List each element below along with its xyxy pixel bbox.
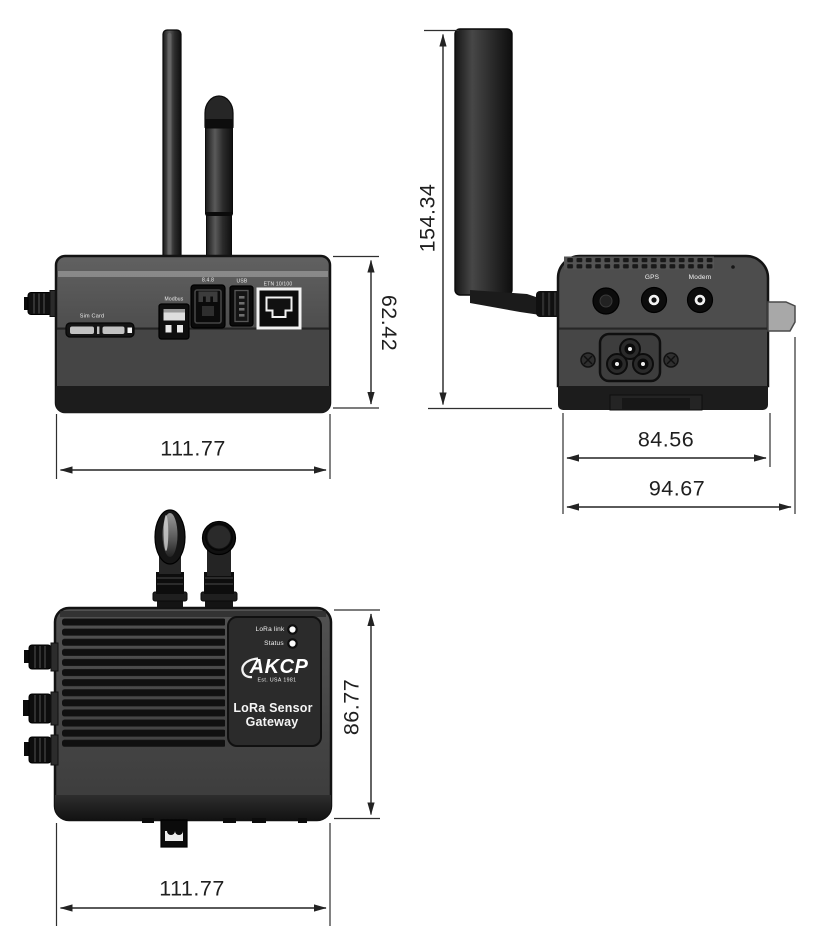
antenna-side-icon bbox=[454, 28, 562, 317]
dim-top-width bbox=[55, 823, 331, 926]
label-panel bbox=[227, 616, 322, 747]
akcp-logo: AKCP bbox=[249, 656, 309, 678]
usb-port bbox=[229, 285, 254, 327]
front-side-connector-icon bbox=[24, 290, 59, 317]
inlet-screw-left-icon bbox=[580, 352, 596, 368]
power-inlet bbox=[598, 332, 662, 383]
stub-antenna-top-icon bbox=[200, 520, 238, 612]
dim-front-height-value: 62.42 bbox=[376, 294, 401, 352]
dim-top-height bbox=[334, 609, 380, 820]
bottom-modbus-connector-icon bbox=[142, 818, 307, 848]
lora-antenna-front-icon bbox=[204, 95, 234, 260]
blade-antenna-top-icon bbox=[152, 509, 188, 612]
modbus-port bbox=[158, 303, 190, 340]
top-view bbox=[23, 509, 380, 926]
lora-link-label: LoRa link bbox=[255, 625, 285, 633]
dim-side-height bbox=[424, 29, 552, 410]
sim-card-label: Sim Card bbox=[79, 313, 105, 320]
top-left-connector-1-icon bbox=[24, 642, 59, 672]
top-left-connector-3-icon bbox=[24, 734, 59, 766]
top-left-connector-2-icon bbox=[23, 691, 59, 726]
front-view bbox=[24, 29, 379, 479]
akcp-tagline: Est. USA 1981 bbox=[257, 677, 297, 684]
ethernet-port bbox=[256, 287, 302, 330]
product-name-line2: Gateway bbox=[245, 714, 299, 729]
product-name-line1: LoRa Sensor bbox=[233, 700, 313, 715]
dim-front-width bbox=[55, 414, 331, 479]
dim-side-body-depth-value: 84.56 bbox=[637, 427, 695, 452]
dim-top-width-value: 111.77 bbox=[159, 876, 225, 901]
sensor-rj45-label: 8.4.8 bbox=[201, 277, 215, 284]
side-body bbox=[556, 254, 770, 411]
side-view bbox=[424, 28, 796, 514]
gps-label: GPS bbox=[644, 273, 660, 281]
dim-side-overall-depth bbox=[566, 337, 796, 514]
usb-label: USB bbox=[236, 278, 248, 285]
modbus-label: Modbus bbox=[164, 296, 184, 303]
ethernet-label: ETN 10/100 bbox=[263, 281, 293, 288]
dim-top-height-value: 86.77 bbox=[339, 678, 364, 736]
status-label: Status bbox=[264, 639, 284, 647]
dim-side-overall-depth-value: 94.67 bbox=[648, 476, 706, 501]
power-antenna-connector-icon bbox=[592, 287, 620, 315]
dim-side-body-depth bbox=[562, 413, 771, 514]
modem-label: Modem bbox=[688, 273, 712, 281]
dim-front-width-value: 111.77 bbox=[160, 436, 226, 461]
lora-link-led-icon bbox=[287, 624, 298, 635]
gps-connector-icon bbox=[640, 286, 668, 314]
modem-connector-icon bbox=[686, 286, 714, 314]
sensor-rj45-port bbox=[190, 284, 226, 329]
dim-front-height bbox=[333, 255, 379, 409]
sim-card-slot bbox=[65, 322, 135, 338]
status-led-icon bbox=[287, 638, 298, 649]
inlet-screw-right-icon bbox=[663, 352, 679, 368]
akcp-swoosh-icon bbox=[241, 657, 259, 679]
dim-side-height-value: 154.34 bbox=[415, 183, 440, 253]
cellular-antenna-front-icon bbox=[162, 29, 182, 261]
din-clip-tab-icon bbox=[767, 301, 796, 332]
